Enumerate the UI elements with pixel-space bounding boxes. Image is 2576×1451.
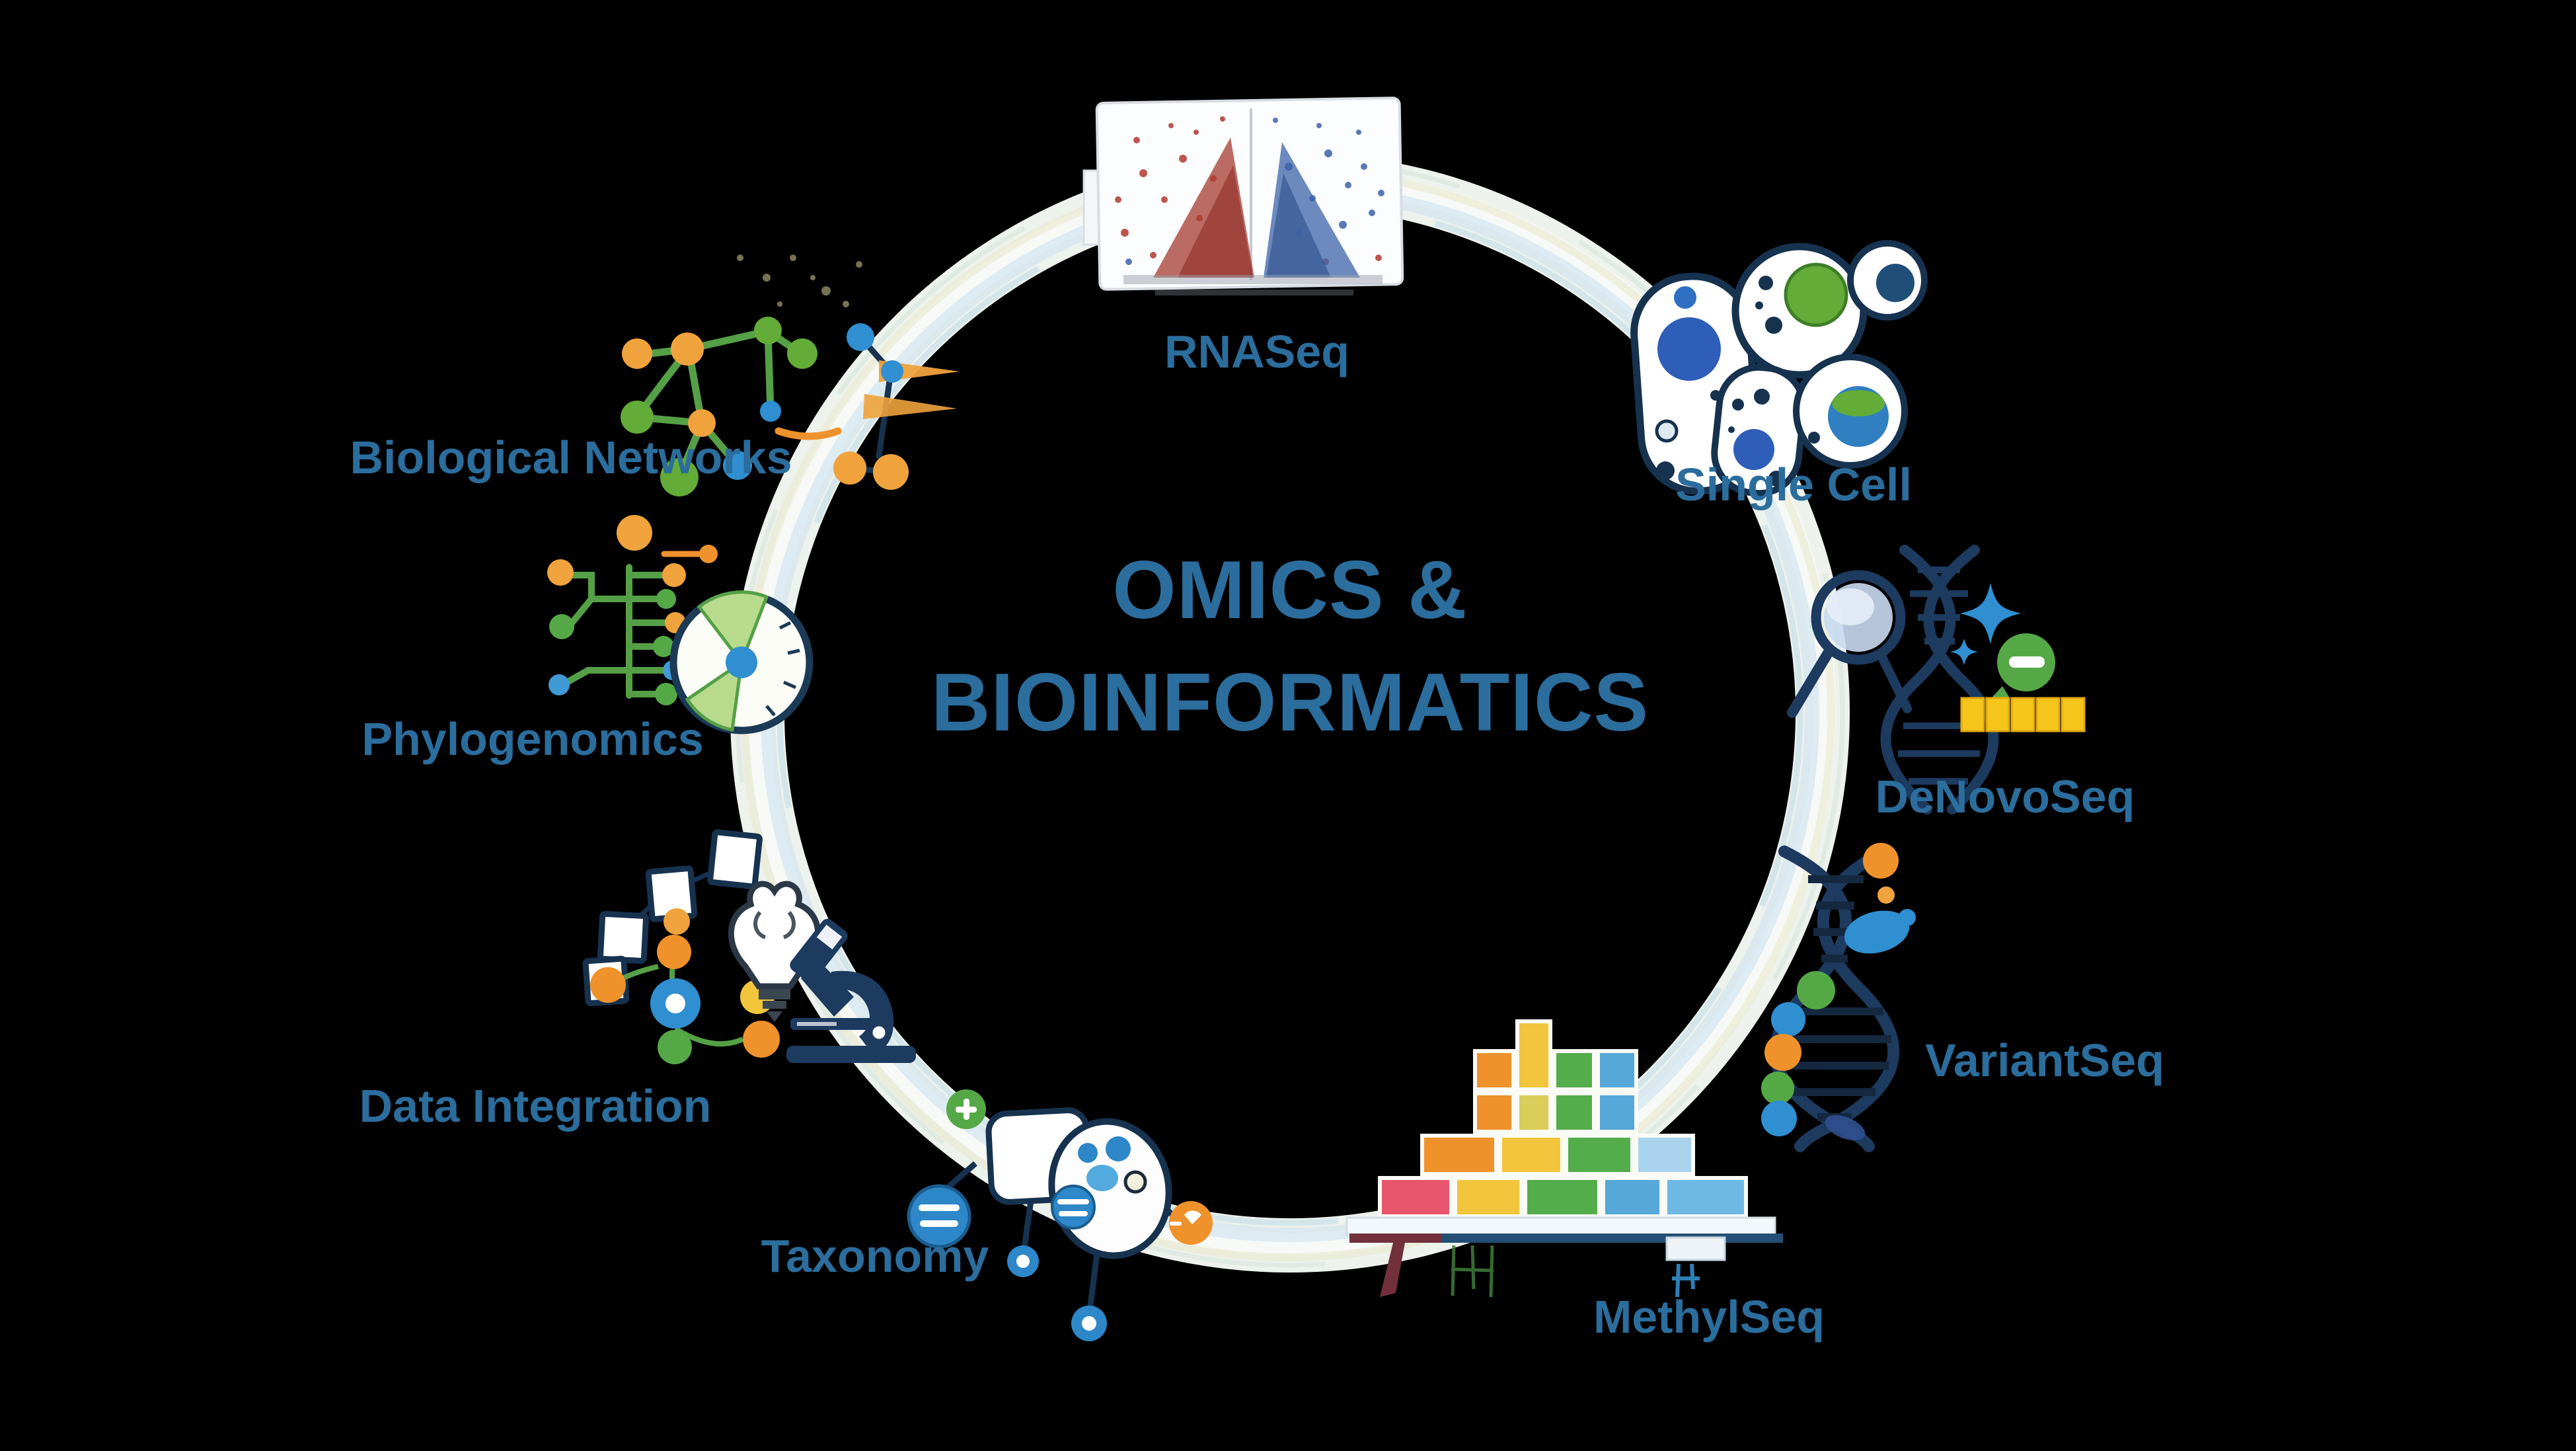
label-rnaseq: RNASeq	[1164, 326, 1350, 377]
dna-rungs	[1898, 567, 1980, 785]
title-line-2: BIOINFORMATICS	[930, 657, 1649, 748]
microscope-icon	[786, 919, 916, 1063]
cell-bottom-right	[1793, 354, 1908, 469]
label-methylseq: MethylSeq	[1593, 1291, 1825, 1343]
label-single-cell: Single Cell	[1675, 459, 1912, 510]
phylo-tree-pie-icon	[547, 515, 814, 734]
blue-upregulated-cluster	[1125, 118, 1384, 278]
diagram-title: OMICS & BIOINFORMATICS	[931, 534, 1649, 759]
red-downregulated-cluster	[1115, 116, 1382, 278]
platform-right-block	[1665, 1236, 1726, 1261]
block-row-3	[1473, 1091, 1638, 1134]
minus-badge-icon	[1987, 633, 2055, 703]
label-biological-networks: Biological Networks	[350, 432, 792, 483]
sparkle-icon	[1960, 583, 2021, 644]
chart-tick-marks	[765, 621, 800, 717]
microbe-cells-icon	[907, 1089, 1213, 1341]
block-row-bottom	[1378, 1176, 1748, 1218]
small-ring-microbe-bottom	[1071, 1306, 1107, 1341]
dna-helix-icon	[1761, 843, 1916, 1152]
platform-left-leg	[1380, 1243, 1405, 1297]
block-rows	[1378, 1019, 1748, 1218]
tall-yellow-block	[1515, 1019, 1552, 1091]
flowchart-squares	[582, 829, 763, 1007]
network-graph-icon	[621, 255, 960, 496]
magnifier-handle	[1787, 648, 1833, 718]
title-line-1: OMICS &	[1112, 545, 1468, 636]
plot-axis-text-strip	[1155, 290, 1353, 295]
sparkle-small-icon	[1950, 639, 1978, 665]
orange-microbe	[1169, 1201, 1213, 1245]
plus-microbe-icon	[946, 1089, 986, 1129]
network-speckles	[737, 255, 862, 307]
label-taxonomy: Taxonomy	[761, 1230, 989, 1282]
volcano-plot-icon	[1082, 97, 1404, 295]
network-right-cluster	[775, 323, 960, 490]
dna-magnifier-icon	[1787, 545, 2086, 814]
cells-icon	[1630, 240, 1928, 497]
large-cell-microbe	[1048, 1118, 1172, 1259]
contig-blocks	[1960, 697, 2086, 732]
label-variantseq: VariantSeq	[1925, 1035, 2164, 1086]
phylo-pie-chart	[669, 590, 814, 734]
label-phylogenomics: Phylogenomics	[361, 713, 704, 765]
striped-microbe-large	[907, 1184, 971, 1249]
tree-branches	[564, 564, 671, 699]
plot-baseline	[1123, 275, 1383, 284]
network-left-cluster	[621, 317, 817, 496]
block-row-2	[1420, 1134, 1695, 1176]
network-nodes	[621, 317, 817, 496]
magnifier-icon	[1787, 570, 1912, 718]
platform-blue-sketch	[1672, 1263, 1700, 1298]
platform	[1345, 1216, 1783, 1298]
label-denovoseq: DeNovoSeq	[1875, 771, 2135, 822]
platform-green-sketch	[1451, 1245, 1494, 1298]
label-data-integration: Data Integration	[359, 1080, 712, 1132]
variant-markers	[1761, 843, 1916, 1141]
microscope-flowchart-icon	[582, 829, 916, 1064]
block-row-top	[1473, 1019, 1638, 1091]
cell-top-right	[1847, 240, 1928, 321]
methylation-blocks-icon	[1345, 1019, 1783, 1298]
small-ring-microbe-left	[1007, 1245, 1039, 1277]
